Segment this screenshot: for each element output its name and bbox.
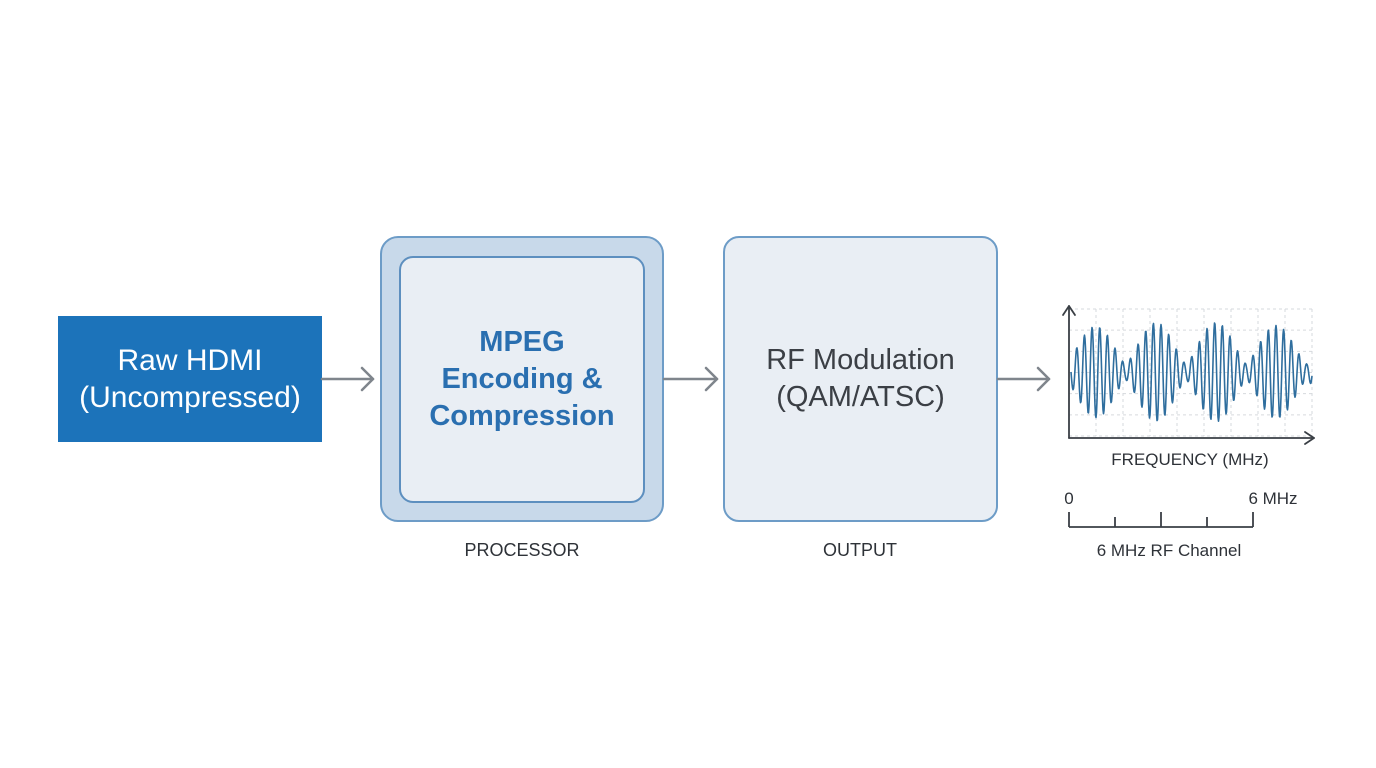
rf-line1: RF Modulation <box>766 344 955 376</box>
rf-modulation-block: RF Modulation (QAM/ATSC) <box>723 236 998 522</box>
processor-caption: PROCESSOR <box>464 540 580 560</box>
channel-scale-bar <box>1068 512 1254 528</box>
rf-waveform <box>1070 322 1313 422</box>
mpeg-line2: Encoding & <box>441 363 603 395</box>
arrow-processor-to-output <box>662 366 719 392</box>
raw-hdmi-line2: (Uncompressed) <box>79 381 301 414</box>
scale-caption: 6 MHz RF Channel <box>1097 541 1242 560</box>
rf-line2: (QAM/ATSC) <box>776 381 945 413</box>
scale-start-label: 0 <box>1064 489 1073 508</box>
output-caption: OUTPUT <box>823 540 897 560</box>
mpeg-encoding-block: MPEG Encoding & Compression <box>399 256 645 503</box>
arrow-output-to-spectrum <box>996 366 1051 392</box>
arrow-input-to-processor <box>320 366 375 392</box>
mpeg-line1: MPEG <box>479 326 565 358</box>
scale-end-label: 6 MHz <box>1248 489 1297 508</box>
frequency-axis-label: FREQUENCY (MHz) <box>1111 450 1268 469</box>
raw-hdmi-block: Raw HDMI (Uncompressed) <box>58 316 322 442</box>
raw-hdmi-line1: Raw HDMI <box>117 344 263 377</box>
mpeg-line3: Compression <box>429 400 615 432</box>
spectrum-axes <box>1062 305 1315 445</box>
